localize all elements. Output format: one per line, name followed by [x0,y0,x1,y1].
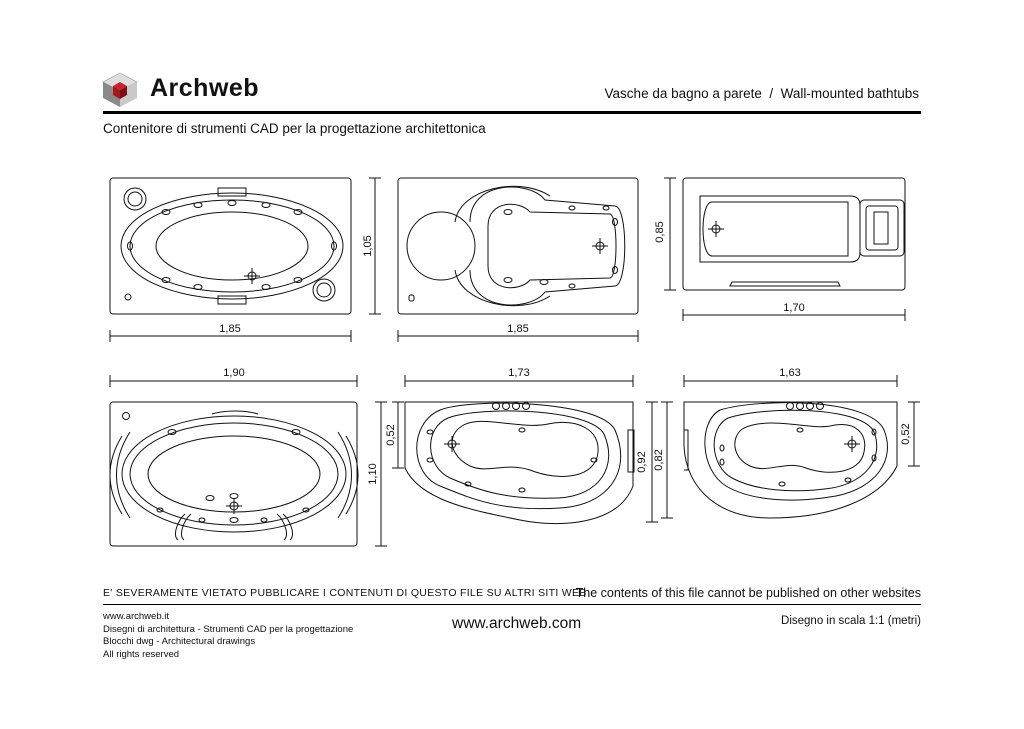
dim-depth-3: 0,85 [654,221,666,242]
jets [503,205,618,289]
drawing-shaped-bathtub-2 [661,375,920,519]
drawing-shaped-bathtub-1 [392,375,658,525]
footer-divider [103,604,921,605]
dim-depth-5-left: 0,52 [385,424,397,445]
page-subtitle: Contenitore di strumenti CAD per la prog… [103,121,486,136]
warning-italian: E' SEVERAMENTE VIETATO PUBBLICARE I CONT… [103,587,587,599]
jets [156,429,310,523]
jets [127,200,337,290]
drawing-curved-bathtub [397,177,639,342]
drawing-rectangular-bathtub [664,177,906,321]
dim-width-1: 1,85 [219,323,240,335]
footer-line: www.archweb.it [103,611,169,622]
footer-website: www.archweb.com [452,615,582,632]
header-title: Vasche da bagno a parete / Wall-mounted … [604,86,919,101]
dim-width-6: 1,63 [779,367,800,379]
header-divider [103,111,921,114]
footer-info: www.archweb.it Disegni di architettura -… [103,611,353,661]
dim-depth-1: 1,05 [362,235,374,256]
dim-width-4: 1,90 [223,367,244,379]
warning-english: The contents of this file cannot be publ… [575,586,921,600]
footer-line: All rights reserved [103,648,180,660]
copyright-warning: E' SEVERAMENTE VIETATO PUBBLICARE I CONT… [103,586,921,602]
footer-line: Disegni di architettura - Strumenti CAD … [103,623,354,635]
archweb-logo-icon [102,72,138,107]
jets [719,402,877,487]
footer-line: Blocchi dwg - Architectural drawings [103,636,256,647]
dim-depth-5-right: 0,92 [636,451,648,472]
dim-depth-4: 1,10 [367,463,379,484]
footer-scale-note: Disegno in scala 1:1 (metri) [781,615,921,627]
dim-width-2: 1,85 [507,323,528,335]
dim-depth-6-left: 0,82 [653,449,665,470]
drawing-oval-bathtub-1 [109,177,381,342]
dim-width-3: 1,70 [783,302,804,314]
brand-name: Archweb [150,74,260,102]
drawing-oval-bathtub-2 [109,375,387,547]
dim-width-5: 1,73 [508,367,529,379]
dim-depth-6-right: 0,52 [900,423,912,444]
jets [426,402,598,493]
